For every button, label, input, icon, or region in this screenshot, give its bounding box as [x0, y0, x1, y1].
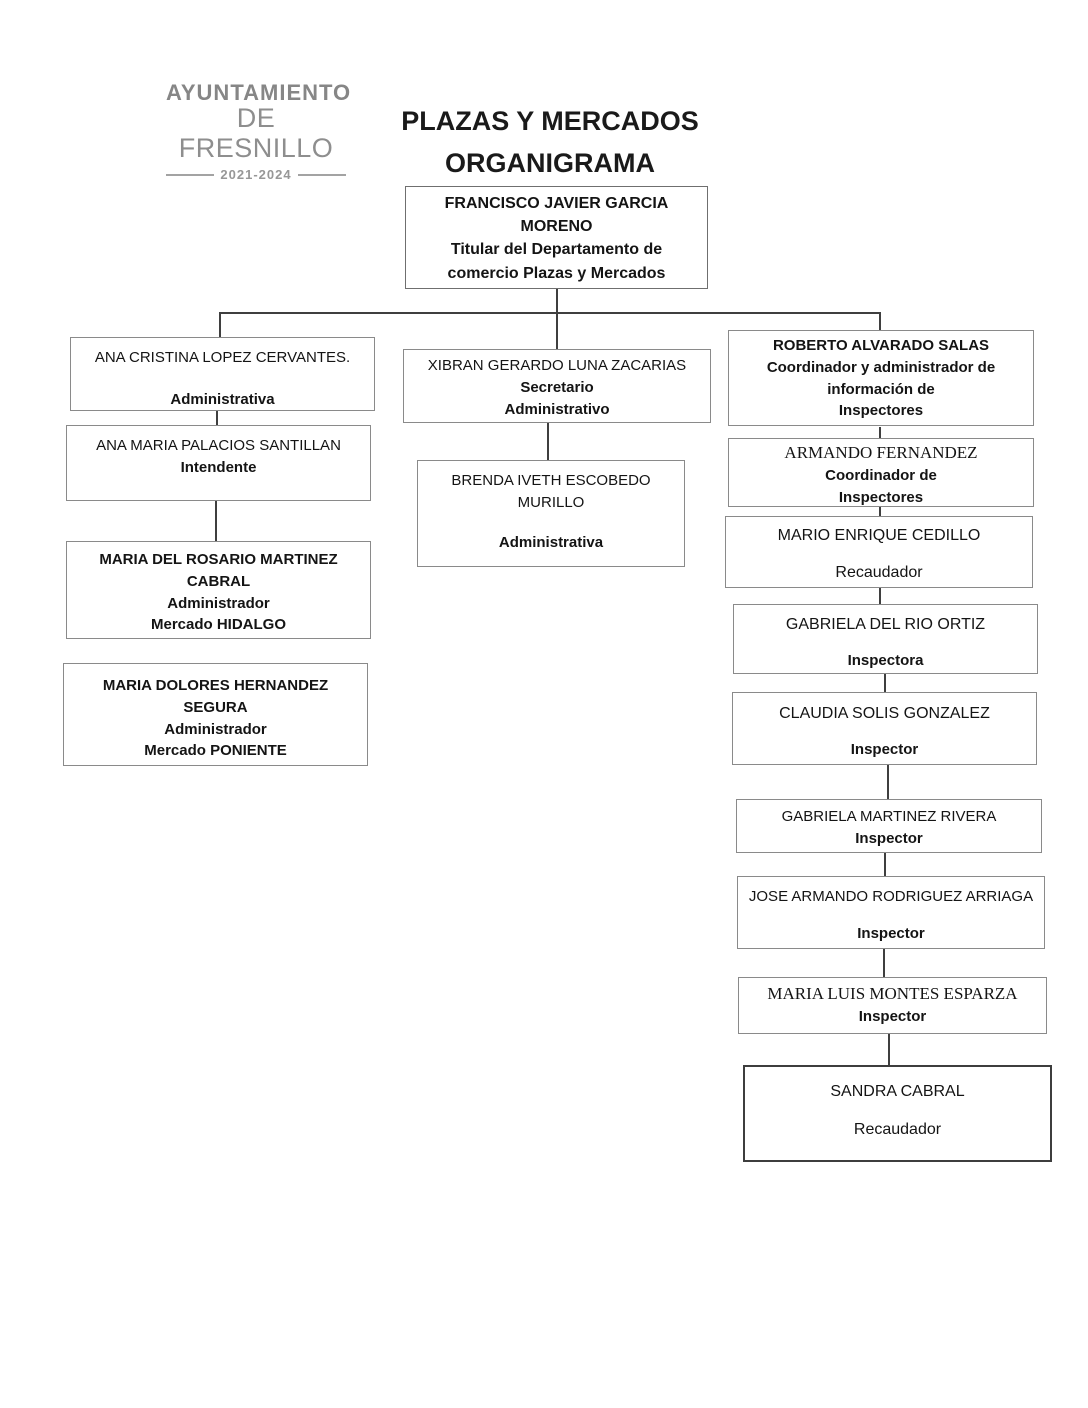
person-name: JOSE ARMANDO RODRIGUEZ ARRIAGA: [748, 888, 1034, 905]
connector-horizontal-bar: [219, 312, 881, 314]
person-name: XIBRAN GERARDO LUNA ZACARIAS: [427, 357, 687, 374]
page-title-line1: PLAZAS Y MERCADOS: [401, 106, 699, 136]
page-title-line2: ORGANIGRAMA: [445, 147, 655, 178]
person-role: Administrativa: [498, 533, 604, 551]
connector-coordinsp-recaudador1: [879, 502, 881, 516]
person-name: ANA CRISTINA LOPEZ CERVANTES.: [94, 349, 351, 366]
person-role: Intendente: [180, 458, 257, 476]
connector-middle-branch: [556, 312, 558, 349]
person-role: Administrativa: [170, 390, 275, 408]
person-role: Administrador Mercado HIDALGO: [150, 594, 286, 634]
person-role: Titular del Departamento de comercio Pla…: [447, 241, 666, 282]
person-name: FRANCISCO JAVIER GARCIA MORENO: [444, 195, 669, 236]
logo-rule-right: [297, 173, 347, 176]
connector-inspector3-inspector4: [883, 949, 885, 977]
person-name: GABRIELA DEL RIO ORTIZ: [785, 616, 986, 633]
org-node-administrativa-2: BRENDA IVETH ESCOBEDO MURILLO Administra…: [417, 460, 685, 567]
logo-line2: DE FRESNILLO: [178, 103, 334, 163]
org-node-administrativa-1: ANA CRISTINA LOPEZ CERVANTES. Administra…: [70, 337, 375, 411]
connector-inspector1-inspector2: [887, 765, 889, 799]
person-name: ARMANDO FERNANDEZ: [784, 443, 978, 462]
person-name: ANA MARIA PALACIOS SANTILLAN: [96, 437, 341, 454]
connector-left-branch: [219, 312, 221, 337]
org-node-inspectora: GABRIELA DEL RIO ORTIZ Inspectora: [733, 604, 1038, 674]
connector-inspector2-inspector3: [884, 853, 886, 876]
connector-intendente-hidalgo: [215, 501, 217, 541]
org-node-coordinador-informacion: ROBERTO ALVARADO SALAS Coordinador y adm…: [728, 330, 1034, 426]
connector-secretario-admin2: [547, 423, 549, 460]
logo-line1: AYUNTAMIENTO: [166, 80, 352, 105]
logo-years-row: 2021-2024: [166, 167, 347, 183]
person-role: Coordinador y administrador de informaci…: [766, 358, 996, 420]
org-node-coordinador-inspectores: ARMANDO FERNANDEZ Coordinador de Inspect…: [728, 438, 1034, 507]
org-node-administrador-poniente: MARIA DOLORES HERNANDEZ SEGURA Administr…: [63, 663, 368, 766]
person-role: Inspector: [850, 741, 919, 759]
person-name: CLAUDIA SOLIS GONZALEZ: [779, 705, 990, 722]
person-role: Inspector: [858, 1007, 927, 1025]
org-node-inspector-1: CLAUDIA SOLIS GONZALEZ Inspector: [732, 692, 1037, 765]
person-name: ROBERTO ALVARADO SALAS: [772, 337, 990, 354]
city-logo: AYUNTAMIENTO DE FRESNILLO 2021-2024: [166, 80, 352, 183]
person-role: Inspector: [855, 829, 923, 847]
person-name: MARIA DEL ROSARIO MARTINEZ CABRAL: [99, 551, 338, 590]
connector-coordinfo-coordinsp: [879, 427, 881, 438]
org-node-secretario: XIBRAN GERARDO LUNA ZACARIAS Secretario …: [403, 349, 711, 423]
page-title: PLAZAS Y MERCADOS ORGANIGRAMA: [370, 101, 730, 185]
connector-recaudador1-inspectora: [879, 588, 881, 604]
person-name: MARIO ENRIQUE CEDILLO: [777, 527, 981, 544]
org-node-administrador-hidalgo: MARIA DEL ROSARIO MARTINEZ CABRAL Admini…: [66, 541, 371, 639]
person-role: Inspectora: [847, 652, 924, 670]
org-node-inspector-3: JOSE ARMANDO RODRIGUEZ ARRIAGA Inspector: [737, 876, 1045, 949]
org-node-intendente: ANA MARIA PALACIOS SANTILLAN Intendente: [66, 425, 371, 501]
person-name: SANDRA CABRAL: [830, 1083, 965, 1100]
person-name: BRENDA IVETH ESCOBEDO MURILLO: [451, 472, 651, 511]
person-role: Inspector: [857, 924, 925, 942]
org-node-recaudador-1: MARIO ENRIQUE CEDILLO Recaudador: [725, 516, 1033, 588]
connector-inspector4-recaudador2: [888, 1034, 890, 1065]
person-role: Coordinador de Inspectores: [825, 466, 937, 506]
person-name: MARIA LUIS MONTES ESPARZA: [767, 984, 1018, 1003]
person-role: Secretario Administrativo: [504, 378, 610, 418]
person-name: GABRIELA MARTINEZ RIVERA: [781, 808, 997, 825]
logo-rule-left: [166, 173, 215, 176]
connector-admin1-intendente: [216, 407, 218, 425]
org-node-recaudador-2: SANDRA CABRAL Recaudador: [743, 1065, 1052, 1162]
logo-years-text: 2021-2024: [220, 167, 292, 183]
org-node-inspector-2: GABRIELA MARTINEZ RIVERA Inspector: [736, 799, 1042, 853]
org-node-inspector-4: MARIA LUIS MONTES ESPARZA Inspector: [738, 977, 1047, 1034]
connector-right-branch: [879, 312, 881, 330]
connector-root-drop: [556, 289, 558, 314]
org-node-titular: FRANCISCO JAVIER GARCIA MORENO Titular d…: [405, 186, 708, 289]
person-role: Recaudador: [853, 1121, 942, 1139]
person-role: Administrador Mercado PONIENTE: [144, 720, 287, 760]
person-name: MARIA DOLORES HERNANDEZ SEGURA: [102, 677, 329, 716]
connector-inspectora-inspector1: [884, 674, 886, 692]
person-role: Recaudador: [835, 564, 923, 582]
